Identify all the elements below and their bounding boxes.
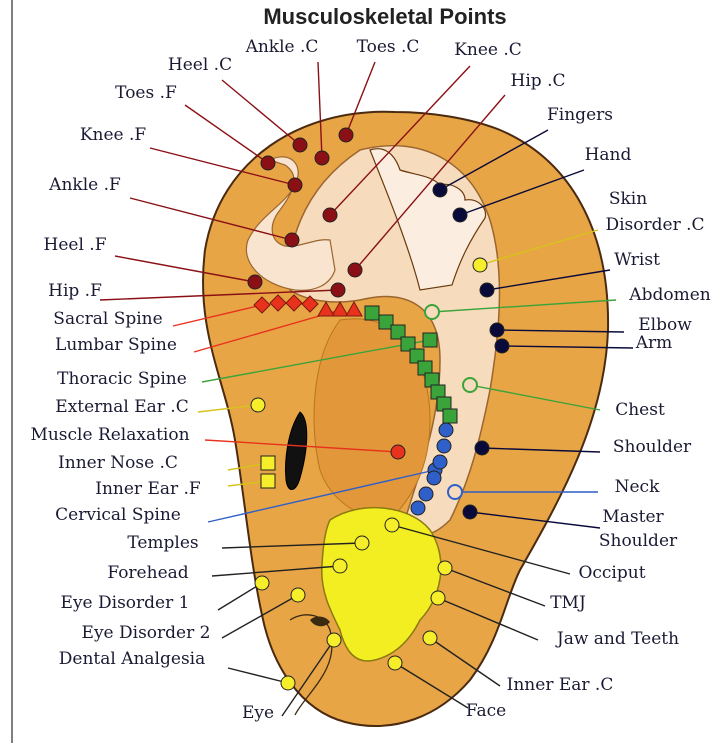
label-fingers: Fingers	[547, 105, 613, 125]
label-muscle-relaxation: Muscle Relaxation	[30, 425, 189, 445]
point-hand	[453, 208, 467, 222]
label-thoracic-spine: Thoracic Spine	[57, 369, 187, 389]
label-eye: Eye	[242, 703, 274, 723]
point-temples	[355, 536, 369, 550]
label-hand: Hand	[585, 145, 632, 165]
point-jaw-and-teeth	[431, 591, 445, 605]
point-shoulder	[463, 505, 477, 519]
spine-marker	[365, 306, 379, 320]
label-ankle-f: Ankle .F	[48, 175, 121, 195]
label-heel-c: Heel .C	[168, 55, 232, 75]
label-knee-c: Knee .C	[454, 40, 522, 60]
label-external-ear-c: External Ear .C	[55, 397, 188, 417]
point-ankle-c	[315, 151, 329, 165]
point-abdomen	[425, 305, 439, 319]
leader-toes-f	[185, 105, 268, 163]
point-toes-c	[339, 128, 353, 142]
point-hip-c	[348, 263, 362, 277]
point-chest	[463, 378, 477, 392]
spine-marker	[419, 487, 433, 501]
label-arm: Arm	[635, 333, 673, 353]
point-ankle-f	[285, 233, 299, 247]
point-wrist	[480, 283, 494, 297]
label-skin: Skin	[609, 189, 647, 209]
label-inner-nose-c: Inner Nose .C	[58, 453, 178, 473]
label-heel-f: Heel .F	[44, 235, 107, 255]
label-hip-f: Hip .F	[48, 281, 102, 301]
spine-marker	[443, 409, 457, 423]
label-lumbar-spine: Lumbar Spine	[55, 335, 177, 355]
point-tmj	[438, 561, 452, 575]
point-toes-f	[261, 156, 275, 170]
point-fingers	[433, 183, 447, 197]
label-elbow: Elbow	[638, 315, 692, 335]
label-jaw-and-teeth: Jaw and Teeth	[555, 629, 679, 649]
point-inner-nose-c	[261, 456, 275, 470]
spine-marker	[439, 423, 453, 437]
label-ankle-c: Ankle .C	[245, 37, 319, 57]
point-inner-ear-c	[423, 631, 437, 645]
point-knee-c	[323, 208, 337, 222]
page-title: Musculoskeletal Points	[263, 4, 506, 29]
label-face: Face	[466, 701, 506, 721]
label-master: Master	[602, 507, 664, 527]
point-hip-f	[331, 283, 345, 297]
point-thoracic-spine	[423, 333, 437, 347]
label-toes-f: Toes .F	[115, 83, 177, 103]
label-inner-ear-f: Inner Ear .F	[95, 479, 201, 499]
point-arm	[495, 339, 509, 353]
point-dental-analgesia	[281, 676, 295, 690]
point-skin	[473, 258, 487, 272]
label-tmj: TMJ	[550, 593, 586, 613]
point-shoulder	[475, 441, 489, 455]
label-sacral-spine: Sacral Spine	[53, 309, 162, 329]
label-neck: Neck	[615, 477, 660, 497]
label-dental-analgesia: Dental Analgesia	[59, 649, 205, 669]
point-forehead	[333, 559, 347, 573]
point-external-ear-c	[251, 398, 265, 412]
leader-dental-analgesia	[228, 668, 288, 683]
point-neck	[448, 485, 462, 499]
label-hip-c: Hip .C	[511, 71, 566, 91]
label-wrist: Wrist	[614, 250, 660, 270]
point-eye	[327, 633, 341, 647]
label-eye-disorder-1: Eye Disorder 1	[61, 593, 190, 613]
label-temples: Temples	[127, 533, 198, 553]
spine-marker	[433, 455, 447, 469]
point-occiput	[385, 518, 399, 532]
label-disorder-c: Disorder .C	[605, 215, 704, 235]
spine-marker	[437, 439, 451, 453]
point-elbow	[490, 323, 504, 337]
point-eye-disorder-2	[291, 588, 305, 602]
label-forehead: Forehead	[107, 563, 188, 583]
spine-marker	[411, 501, 425, 515]
point-knee-f	[288, 178, 302, 192]
spine-marker	[427, 471, 441, 485]
point-face	[388, 656, 402, 670]
label-eye-disorder-2: Eye Disorder 2	[82, 623, 211, 643]
label-inner-ear-c: Inner Ear .C	[507, 675, 614, 695]
label-shoulder: Shoulder	[613, 437, 692, 457]
label-abdomen: Abdomen	[628, 285, 710, 305]
label-occiput: Occiput	[578, 563, 645, 583]
point-inner-ear-f	[261, 474, 275, 488]
leader-eye-disorder-1	[218, 583, 262, 610]
label-chest: Chest	[615, 400, 665, 420]
label-toes-c: Toes .C	[357, 37, 420, 57]
point-muscle-relaxation	[391, 445, 405, 459]
point-heel-c	[293, 138, 307, 152]
label-cervical-spine: Cervical Spine	[55, 505, 181, 525]
point-eye-disorder-1	[255, 576, 269, 590]
leader-heel-c	[222, 80, 300, 145]
label-shoulder: Shoulder	[599, 531, 678, 551]
point-heel-f	[248, 275, 262, 289]
label-knee-f: Knee .F	[80, 125, 147, 145]
